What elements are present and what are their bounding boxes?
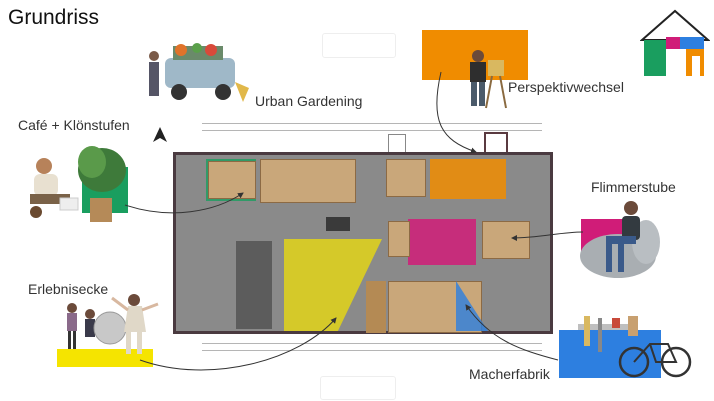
room-small-top xyxy=(386,159,426,197)
zone-label-perspektivwechsel: Perspektivwechsel xyxy=(508,79,624,95)
placeholder-box-top xyxy=(322,33,396,58)
urban-gardening-photo xyxy=(149,43,249,102)
zone-label-cafe: Café + Klönstufen xyxy=(18,117,130,133)
dimension-line-bottom xyxy=(202,343,542,344)
stairs-klönstufen xyxy=(366,281,386,333)
room-cafe-seating xyxy=(208,161,256,199)
entrance-marker-right xyxy=(484,132,508,154)
flimmerstube-photo xyxy=(580,201,660,278)
zone-label-macherfabrik: Macherfabrik xyxy=(469,366,550,382)
dimension-line-top-2 xyxy=(202,130,542,131)
macherfabrik-photo xyxy=(578,316,692,378)
room-flimmerstube-right xyxy=(482,221,530,259)
dimension-line-top xyxy=(202,123,542,124)
zone-area-perspektivwechsel xyxy=(430,159,506,199)
room-storage xyxy=(236,241,272,329)
entrance-marker-left xyxy=(388,134,406,153)
zone-label-erlebnisecke: Erlebnisecke xyxy=(28,281,109,297)
zone-label-flimmerstube: Flimmerstube xyxy=(591,179,676,195)
perspektivwechsel-photo xyxy=(470,50,507,109)
dimension-line-bottom-2 xyxy=(202,350,542,351)
page-title: Grundriss xyxy=(8,6,100,29)
room-flimmerstube-left xyxy=(388,221,410,257)
placeholder-box-bottom xyxy=(320,376,396,400)
room-urban-gardening xyxy=(260,159,356,203)
floor-plan xyxy=(173,152,553,334)
erlebnisecke-photo xyxy=(67,294,159,354)
north-arrow-icon xyxy=(153,127,167,142)
zone-area-flimmerstube xyxy=(408,219,476,265)
house-logo-icon xyxy=(640,9,710,76)
table-dark xyxy=(326,217,350,231)
zone-label-urban-gardening: Urban Gardening xyxy=(255,93,363,109)
cafe-photo xyxy=(30,146,126,222)
